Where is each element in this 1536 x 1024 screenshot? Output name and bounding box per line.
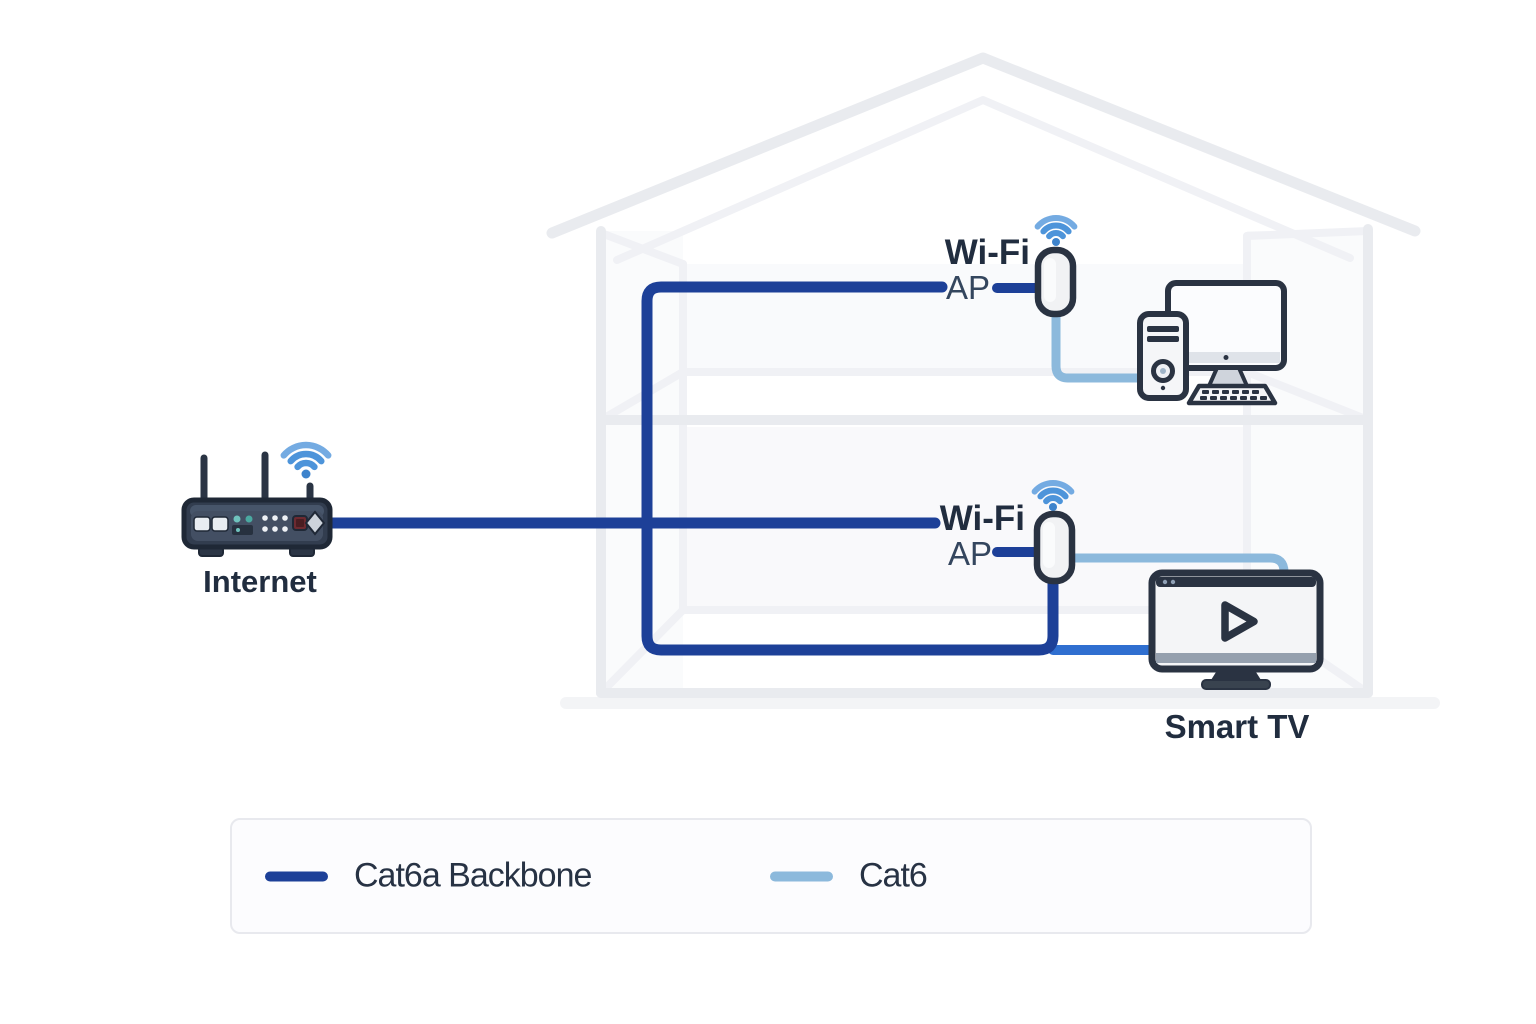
wifi-signal-icon [1034,215,1078,246]
access-point-icon [1033,510,1076,585]
router-icon [181,451,333,557]
monitor-icon [1165,280,1287,388]
wifi-signal-icon [1031,480,1075,511]
ap-label-upper: AP [945,269,990,306]
ap-label-lower: AP [947,535,992,572]
cat6-cable-upper [1051,308,1151,383]
legend-label: Cat6 [859,856,928,895]
legend-label: Cat6a Backbone [354,856,592,895]
wifi-label-upper: Wi-Fi [944,233,1030,272]
cat6a-line-swatch [265,871,328,881]
legend: Cat6a Backbone Cat6 [230,818,1312,934]
access-point-icon [1034,246,1077,318]
cat6a-backbone-cable [325,281,1059,656]
wifi-signal-icon [280,441,332,479]
internet-label: Internet [203,564,317,599]
smart-tv-label: Smart TV [1164,708,1310,745]
keyboard-icon [1186,383,1278,406]
tower-icon [1137,311,1189,401]
legend-item-cat6a: Cat6a Backbone [265,856,592,896]
cat6-line-swatch [770,871,833,881]
wifi-label-lower: Wi-Fi [939,499,1025,538]
play-icon [1221,601,1258,642]
house-outer-lines [546,52,1421,698]
desktop-computer-icon [1137,280,1287,406]
smart-tv-icon [1148,569,1324,690]
legend-item-cat6: Cat6 [770,856,928,896]
house-outline [546,52,1440,709]
